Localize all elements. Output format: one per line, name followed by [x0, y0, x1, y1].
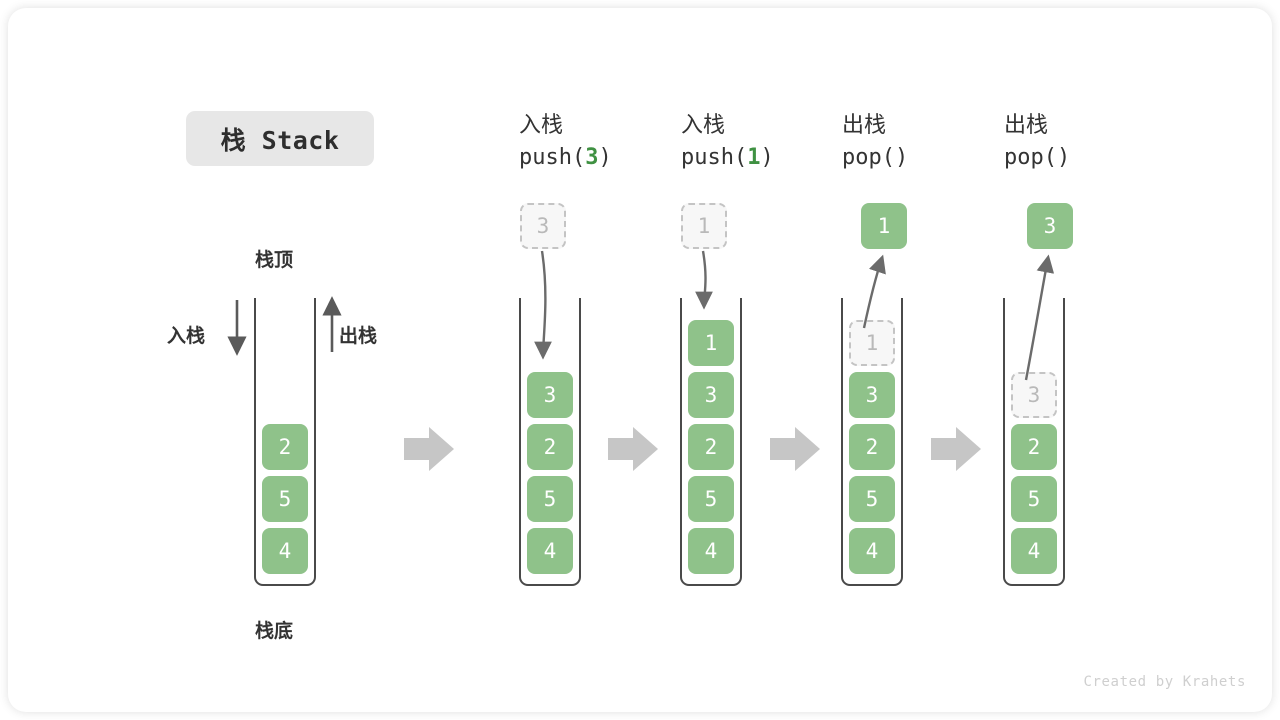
column-header-push-1: 入栈 push(1): [681, 110, 774, 174]
column-header-push-3: 入栈 push(3): [519, 110, 612, 174]
stack-cell: 4: [849, 528, 895, 574]
header-suffix: ): [1056, 145, 1071, 170]
stack-cell: 2: [1011, 424, 1057, 470]
diagram-card: 栈 Stack 栈顶 栈底 入栈 出栈 2 5 4 入栈 push(3) 3 3…: [8, 8, 1272, 712]
step-arrow-4: [931, 427, 981, 471]
title-badge: 栈 Stack: [186, 111, 374, 166]
stack-cell: 5: [849, 476, 895, 522]
stack-cell: 2: [688, 424, 734, 470]
stack-container-pop-3: [1003, 298, 1065, 586]
stack-cell: 2: [262, 424, 308, 470]
stack-cell: 3: [527, 372, 573, 418]
stack-cell: 5: [1011, 476, 1057, 522]
header-prefix: pop(: [842, 145, 895, 170]
column-header-line2: push(1): [681, 142, 774, 174]
step-arrow-2: [608, 427, 658, 471]
stack-cell: 4: [527, 528, 573, 574]
column-header-line2: push(3): [519, 142, 612, 174]
column-header-line1: 入栈: [681, 113, 726, 138]
diagram-stage: 栈 Stack 栈顶 栈底 入栈 出栈 2 5 4 入栈 push(3) 3 3…: [8, 8, 1272, 712]
popped-result-cell: 1: [861, 203, 907, 249]
column-header-line1: 出栈: [1004, 113, 1049, 138]
header-arg: 1: [747, 145, 761, 170]
stack-cell-ghost: 3: [1011, 372, 1057, 418]
step-arrow-1: [404, 427, 454, 471]
stack-cell: 3: [688, 372, 734, 418]
header-suffix: ): [894, 145, 909, 170]
stack-cell-ghost: 1: [849, 320, 895, 366]
header-suffix: ): [598, 145, 612, 170]
push-side-label: 入栈: [167, 325, 206, 347]
stack-bottom-label: 栈底: [255, 620, 294, 642]
stack-cell: 5: [262, 476, 308, 522]
stack-cell: 5: [527, 476, 573, 522]
popped-result-cell: 3: [1027, 203, 1073, 249]
stack-cell: 2: [849, 424, 895, 470]
column-header-pop-1: 出栈 pop(): [842, 110, 908, 174]
credit-text: Created by Krahets: [1083, 674, 1246, 690]
stack-cell: 2: [527, 424, 573, 470]
stack-container-initial: [254, 298, 316, 586]
stack-cell: 3: [849, 372, 895, 418]
stack-cell: 1: [688, 320, 734, 366]
stack-container-pop-1: [841, 298, 903, 586]
stack-container-push-1: [680, 298, 742, 586]
header-prefix: push(: [519, 145, 586, 170]
header-arg: 3: [585, 145, 599, 170]
stack-cell: 4: [262, 528, 308, 574]
step-arrow-3: [770, 427, 820, 471]
column-header-line1: 出栈: [842, 113, 887, 138]
column-header-line2: pop(): [842, 142, 908, 174]
header-suffix: ): [760, 145, 774, 170]
stack-container-push-3: [519, 298, 581, 586]
header-prefix: push(: [681, 145, 748, 170]
column-header-line1: 入栈: [519, 113, 564, 138]
stack-top-label: 栈顶: [255, 249, 294, 271]
floating-ghost-cell: 3: [520, 203, 566, 249]
stack-cell: 5: [688, 476, 734, 522]
column-header-line2: pop(): [1004, 142, 1070, 174]
column-header-pop-3: 出栈 pop(): [1004, 110, 1070, 174]
pop-side-label: 出栈: [339, 325, 378, 347]
stack-cell: 4: [688, 528, 734, 574]
floating-ghost-cell: 1: [681, 203, 727, 249]
stack-cell: 4: [1011, 528, 1057, 574]
header-prefix: pop(: [1004, 145, 1057, 170]
